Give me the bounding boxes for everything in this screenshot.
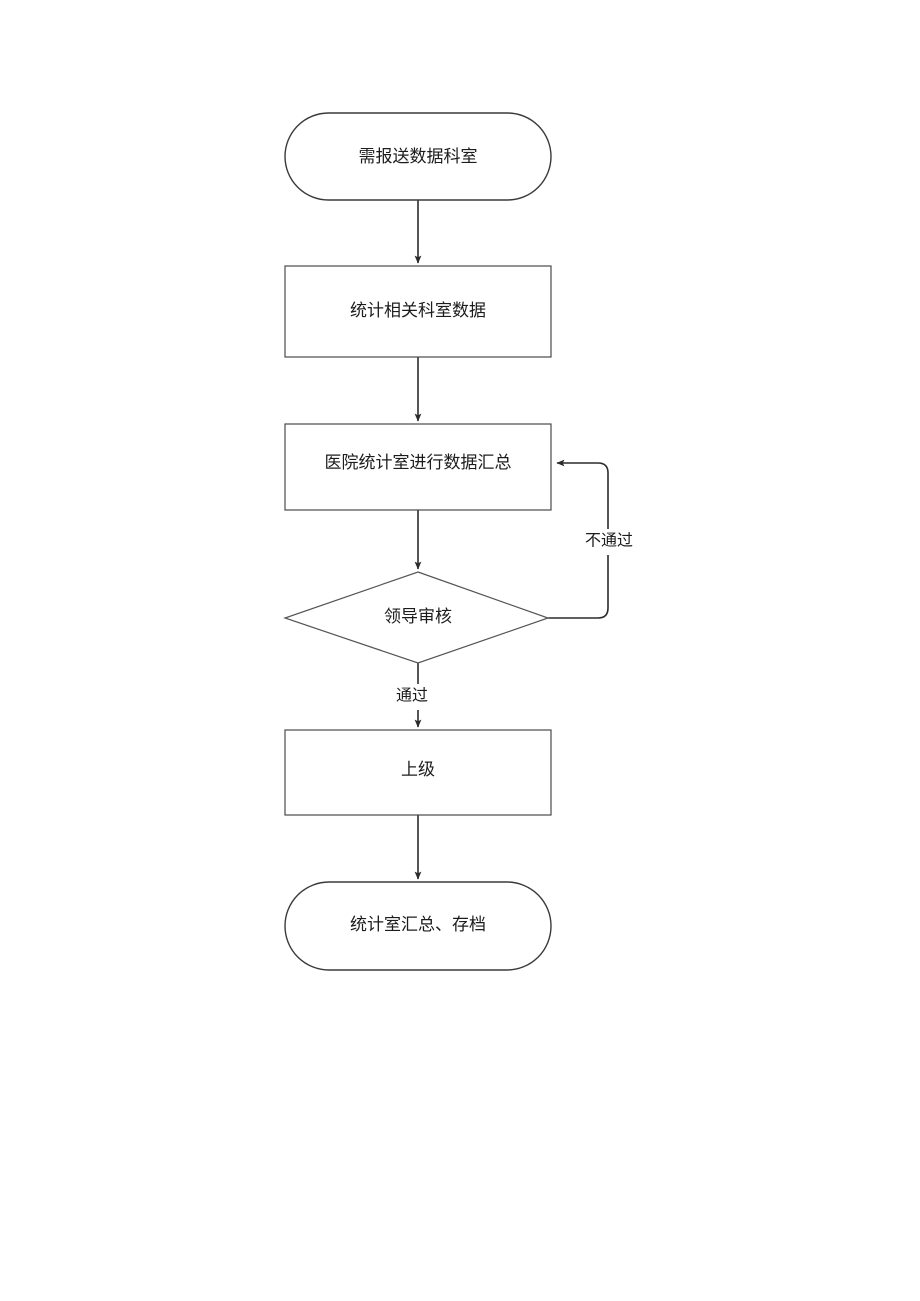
edge-label-fail-text: 不通过 [585, 532, 633, 550]
edge-label-fail: 不通过 [578, 529, 640, 555]
edge-label-pass: 通过 [386, 684, 430, 710]
node-review[interactable]: 领导审核 [283, 571, 550, 664]
node-aggregate-shape [284, 423, 552, 511]
node-archive-shape [284, 881, 552, 971]
node-collect[interactable]: 统计相关科室数据 [284, 265, 552, 358]
edge-label-fail-backdrop [578, 529, 640, 555]
node-aggregate[interactable]: 医院统计室进行数据汇总 [284, 423, 552, 511]
edge-label-pass-backdrop [386, 684, 430, 710]
node-review-label: 领导审核 [384, 607, 452, 626]
node-archive[interactable]: 统计室汇总、存档 [284, 881, 552, 971]
node-collect-shape [284, 265, 552, 358]
node-review-shape [283, 571, 550, 664]
node-archive-label: 统计室汇总、存档 [350, 915, 486, 934]
node-collect-label: 统计相关科室数据 [350, 301, 486, 320]
node-superior[interactable]: 上级 [284, 729, 552, 816]
node-start-label: 需报送数据科室 [359, 147, 478, 166]
node-superior-label: 上级 [401, 760, 435, 779]
node-aggregate-label: 医院统计室进行数据汇总 [325, 453, 512, 472]
node-superior-shape [284, 729, 552, 816]
edge-label-pass-text: 通过 [396, 687, 428, 705]
node-start-shape [284, 112, 552, 201]
node-start[interactable]: 需报送数据科室 [284, 112, 552, 201]
